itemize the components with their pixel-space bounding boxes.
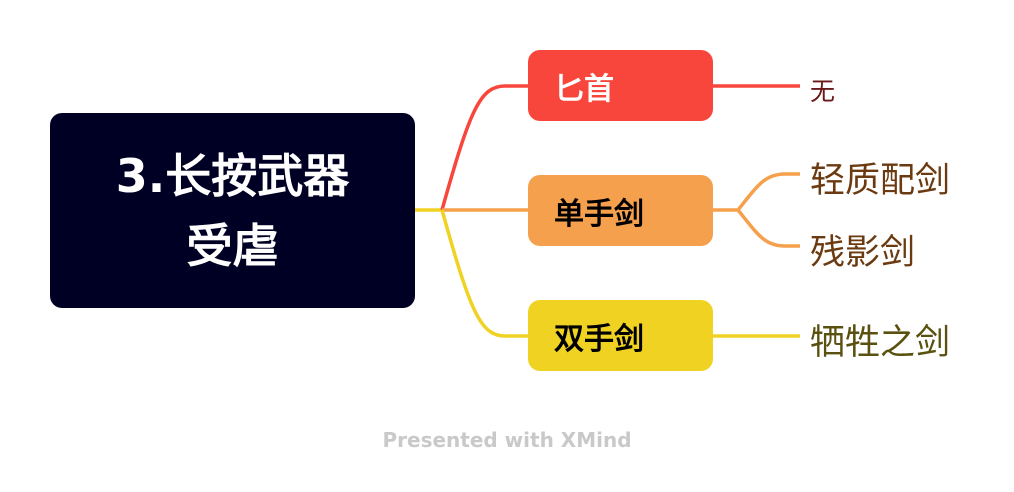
root-title-line2: 受虐 bbox=[186, 218, 279, 273]
subtopic-shadow-sword[interactable]: 残影剑 bbox=[810, 233, 916, 273]
xmind-watermark: Presented with XMind bbox=[382, 428, 632, 452]
topic-one-hand-sword[interactable]: 单手剑 bbox=[528, 175, 713, 246]
subtopic-none[interactable]: 无 bbox=[810, 77, 836, 106]
connector-dagger bbox=[440, 84, 528, 211]
topic-two-hand-sword[interactable]: 双手剑 bbox=[528, 300, 713, 371]
subtopic-sacrifice-sword[interactable]: 牺牲之剑 bbox=[810, 323, 951, 363]
topic-dagger[interactable]: 匕首 bbox=[528, 50, 713, 121]
connector-leaf-light bbox=[713, 172, 800, 212]
root-topic[interactable]: 3.长按武器 受虐 bbox=[50, 113, 415, 308]
connector-leaf-shadow bbox=[736, 208, 800, 248]
subtopic-light-sword[interactable]: 轻质配剑 bbox=[810, 161, 951, 201]
connector-two-hand bbox=[440, 209, 528, 338]
topic-label: 单手剑 bbox=[554, 196, 644, 232]
topic-label: 匕首 bbox=[554, 71, 614, 107]
topic-label: 双手剑 bbox=[554, 321, 644, 357]
root-title-line1: 3.长按武器 bbox=[115, 148, 350, 203]
